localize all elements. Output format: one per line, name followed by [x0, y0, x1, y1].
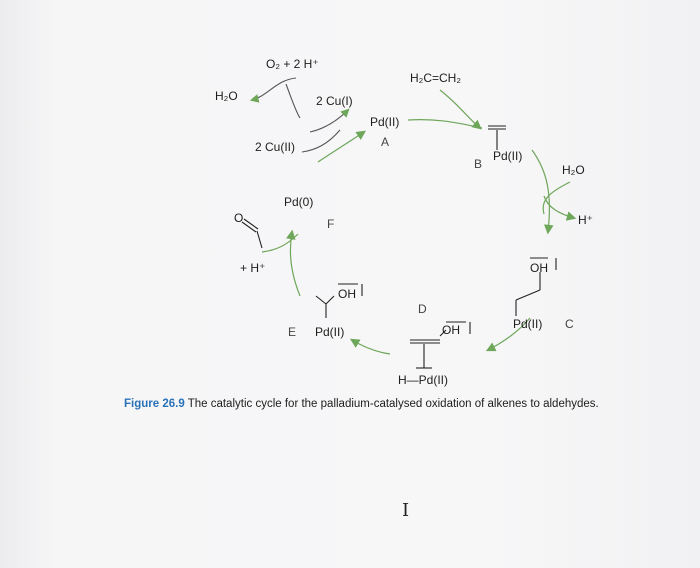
- letter-b: B: [474, 157, 483, 171]
- label-pd0: Pd(0): [284, 195, 314, 209]
- label-cu1: 2 Cu(I): [316, 94, 353, 108]
- structure-e: [315, 283, 363, 318]
- label-h-plus-right: H⁺: [578, 213, 593, 227]
- label-ethene: H₂C=CH₂: [410, 71, 461, 85]
- arrow-hplus-out: [543, 195, 577, 221]
- letter-e: E: [288, 325, 297, 339]
- label-oh-c: OH: [530, 261, 548, 275]
- structure-c: [515, 257, 557, 316]
- label-oh-e: OH: [338, 287, 356, 301]
- label-pd2-a: Pd(II): [370, 115, 400, 129]
- aldehyde-structure: [241, 218, 263, 249]
- label-cu2: 2 Cu(II): [255, 140, 296, 154]
- figure-caption-text: The catalytic cycle for the palladium-ca…: [184, 398, 599, 410]
- structure-b: [488, 125, 506, 150]
- label-pd2-c: Pd(II): [513, 317, 543, 331]
- label-aldehyde-o: O: [234, 211, 244, 225]
- arrow-a-to-b: [407, 119, 483, 129]
- letter-c: C: [565, 317, 574, 331]
- arrow-cu-lower: [301, 129, 341, 153]
- label-o2-2h: O₂ + 2 H⁺: [266, 57, 319, 71]
- label-pd2-e: Pd(II): [315, 325, 345, 339]
- label-h2o-right: H₂O: [562, 163, 585, 177]
- arrow-cu-cycle-mid: [285, 83, 301, 119]
- label-h-pd2: H—Pd(II): [398, 373, 449, 387]
- arrow-cu-to-pd: [309, 108, 350, 133]
- arrow-ethene-in: [439, 89, 482, 130]
- figure-label: Figure 26.9: [124, 398, 185, 410]
- label-h2o-left: H₂O: [215, 89, 238, 103]
- figure-caption: Figure 26.9 The catalytic cycle for the …: [124, 398, 599, 410]
- label-h-plus-left: + H⁺: [240, 261, 266, 275]
- arrow-h2o-in: [542, 181, 571, 215]
- arrow-b-to-c: [531, 149, 554, 235]
- arrow-aldehyde-out: [261, 233, 299, 253]
- arrow-d-to-e: [349, 338, 391, 355]
- arrow-cu-cycle-top: [249, 77, 297, 103]
- arrow-e-to-f: [286, 229, 301, 297]
- label-pd2-b: Pd(II): [493, 149, 523, 163]
- structure-d: [410, 321, 471, 369]
- letter-f: F: [327, 217, 335, 231]
- arrow-c-to-d: [485, 317, 531, 352]
- arrow-f-to-a: [317, 130, 366, 163]
- label-oh-d: OH: [442, 323, 460, 337]
- letter-d: D: [418, 302, 427, 316]
- text-cursor-icon: I: [402, 500, 410, 521]
- letter-a: A: [381, 135, 390, 149]
